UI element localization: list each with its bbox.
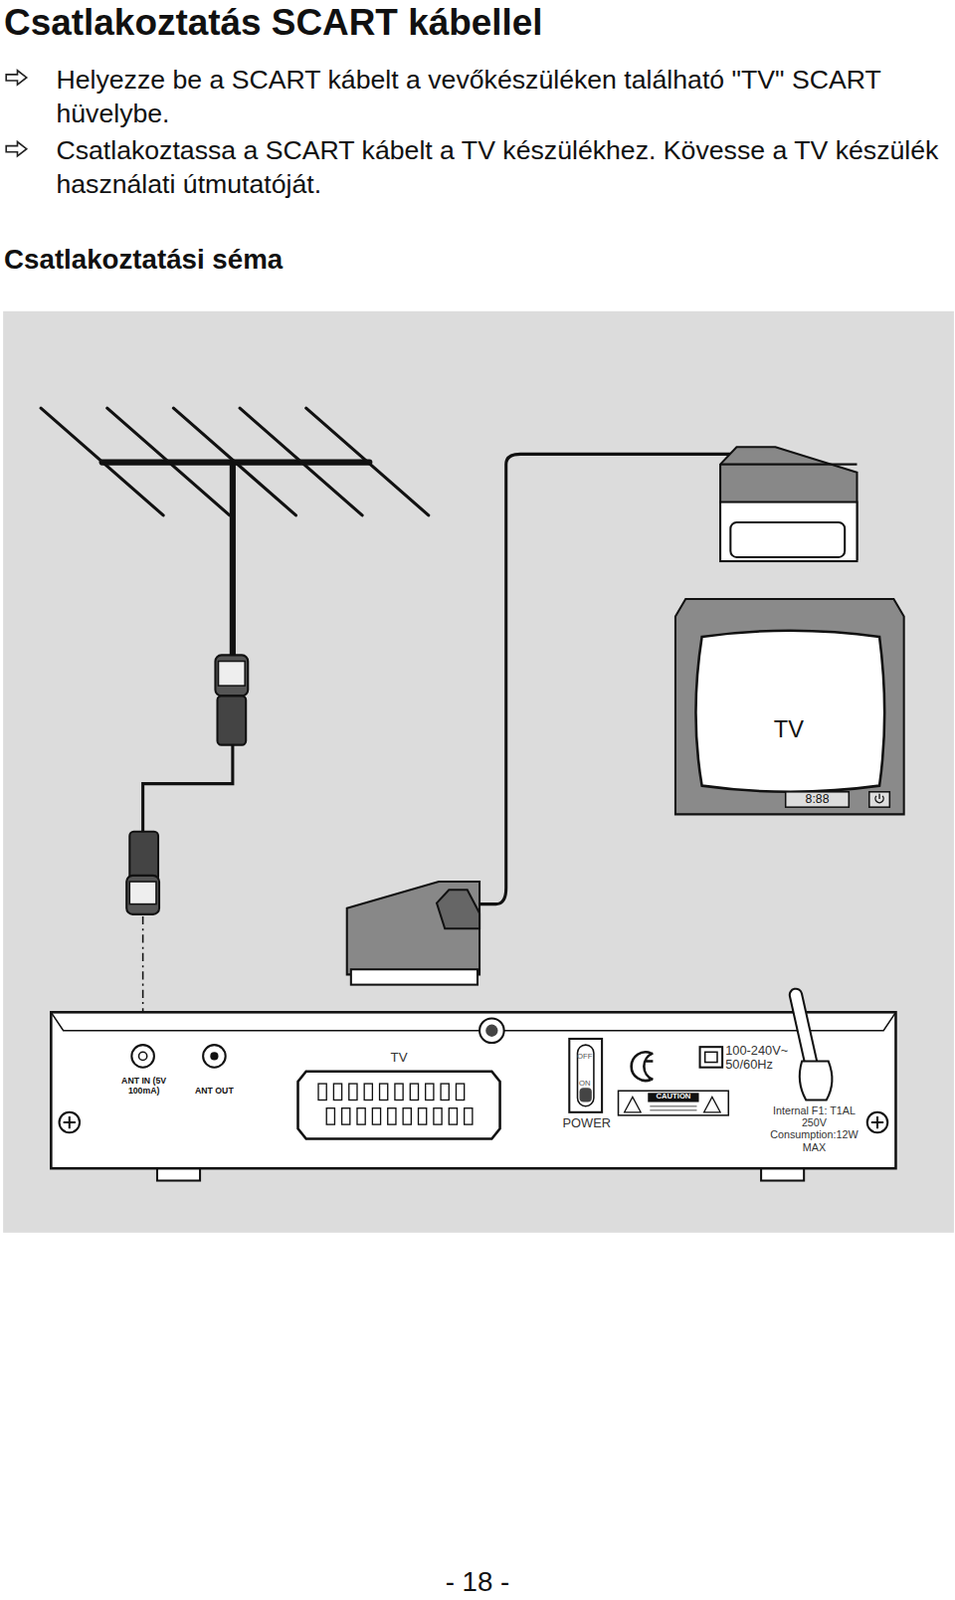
- node-text: OFF: [571, 1051, 598, 1061]
- diagram-ground: [2, 311, 955, 1233]
- antenna: [40, 407, 429, 658]
- node-text: TV: [763, 715, 814, 745]
- receiver-back: [50, 994, 896, 1181]
- node-text: Internal F1: T1AL 250V Consumption:12W M…: [764, 1104, 863, 1154]
- instruction-text: Helyezze be a SCART kábelt a vevőkészülé…: [55, 62, 944, 131]
- tv-display: 8:88: [787, 791, 847, 807]
- instruction-text: Csatlakoztassa a SCART kábelt a TV készü…: [55, 133, 944, 201]
- node-text: ANT IN (5V 100mA): [110, 1075, 179, 1096]
- node-text: CAUTION: [647, 1091, 699, 1101]
- page-title: Csatlakoztatás SCART kábellel: [3, 0, 944, 45]
- node-text: ON: [571, 1078, 598, 1088]
- receiver-panel: ANT IN (5V 100mA) ANT OUT TV OFF ON POWER 100-…: [50, 1011, 896, 1168]
- section-heading: Csatlakoztatási séma: [3, 242, 515, 277]
- node-text: ANT OUT: [191, 1085, 237, 1097]
- page-number: - 18 -: [387, 1564, 569, 1599]
- tv-set: [675, 598, 905, 814]
- antenna-cable: [126, 654, 248, 1039]
- tv-screen: TV: [675, 598, 905, 814]
- node-text: POWER: [561, 1115, 612, 1132]
- bullet-arrow: [5, 70, 27, 157]
- node-text: 100-240V~ 50/60Hz: [725, 1043, 799, 1072]
- node-text: TV: [383, 1049, 415, 1066]
